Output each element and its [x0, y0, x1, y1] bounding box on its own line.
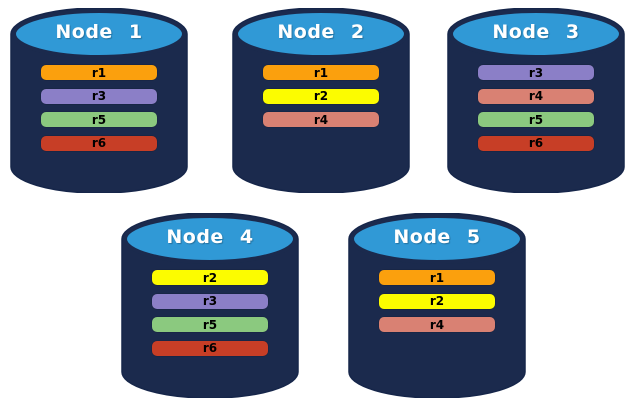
replica-bar: r5: [152, 317, 268, 332]
replica-label: r2: [202, 270, 218, 285]
replica-label: r4: [528, 89, 544, 103]
replica-list: r2 r3 r5 r6: [152, 270, 268, 356]
replica-list: r1 r3 r5 r6: [41, 65, 157, 151]
replica-label: r3: [528, 65, 544, 80]
replica-label: r2: [313, 89, 329, 103]
replica-bar: r4: [379, 317, 495, 332]
replica-label: r5: [528, 112, 544, 127]
replica-bar: r1: [263, 65, 379, 80]
replica-bar: r2: [263, 88, 379, 104]
replica-bar: r3: [41, 88, 157, 104]
replica-label: r5: [202, 317, 218, 332]
database-node: Node 4 r2 r3 r5 r6: [121, 213, 299, 398]
database-node: Node 1 r1 r3 r5 r6: [10, 8, 188, 193]
node-title: Node 4: [166, 226, 254, 248]
replica-bar: r4: [263, 112, 379, 127]
replica-bar: r6: [478, 135, 594, 151]
replica-bar: r2: [379, 293, 495, 309]
replica-label: r5: [91, 112, 107, 127]
replica-bar: r1: [41, 65, 157, 80]
replica-label: r4: [429, 317, 445, 332]
node-title: Node 5: [393, 226, 481, 248]
replica-bar: r6: [152, 340, 268, 356]
database-node: Node 3 r3 r4 r5 r6: [447, 8, 625, 193]
node-title: Node 2: [277, 21, 365, 43]
node-title: Node 1: [55, 21, 143, 43]
replica-label: r6: [91, 136, 107, 150]
replica-list: r1 r2 r4: [263, 65, 379, 127]
replica-bar: r6: [41, 135, 157, 151]
replica-label: r1: [429, 270, 445, 285]
replica-bar: r1: [379, 270, 495, 285]
database-node: Node 2 r1 r2 r4: [232, 8, 410, 193]
database-node: Node 5 r1 r2 r4: [348, 213, 526, 398]
replica-label: r2: [429, 294, 445, 308]
node-title: Node 3: [492, 21, 580, 43]
replica-bar: r3: [478, 65, 594, 80]
replica-bar: r4: [478, 88, 594, 104]
replica-label: r6: [528, 136, 544, 150]
replica-label: r6: [202, 341, 218, 355]
replica-label: r4: [313, 112, 329, 127]
replica-label: r1: [91, 65, 107, 80]
replica-label: r3: [91, 89, 107, 103]
replica-list: r1 r2 r4: [379, 270, 495, 332]
replica-bar: r2: [152, 270, 268, 285]
replica-label: r1: [313, 65, 329, 80]
replica-bar: r5: [478, 112, 594, 127]
replica-bar: r5: [41, 112, 157, 127]
replica-list: r3 r4 r5 r6: [478, 65, 594, 151]
replica-label: r3: [202, 294, 218, 308]
replica-bar: r3: [152, 293, 268, 309]
